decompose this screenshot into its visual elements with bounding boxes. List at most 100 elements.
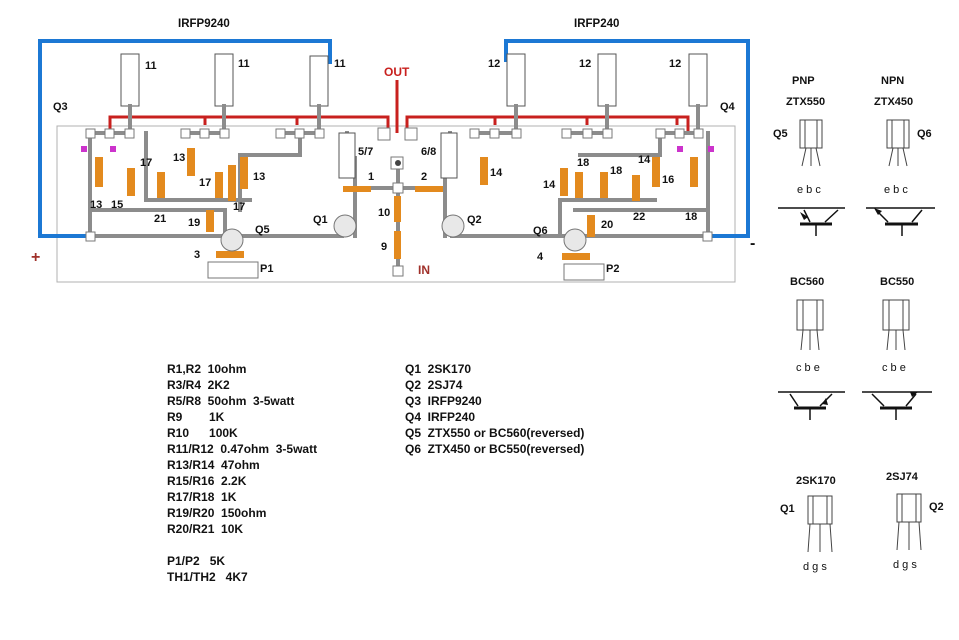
pinout-pnp-ztx550: PNP ZTX550 Q5 e b c [773, 75, 845, 236]
label-r14-c: 14 [638, 154, 651, 166]
label-r18-c: 18 [685, 211, 697, 223]
q1-pin-title: 2SK170 [796, 475, 836, 487]
pnp-part: ZTX550 [786, 96, 825, 108]
label-r14-a: 14 [490, 167, 503, 179]
label-q4: Q4 [720, 101, 736, 113]
label-r17-b: 17 [199, 177, 211, 189]
pinout-2sj74: 2SJ74 Q2 d g s [886, 471, 944, 571]
resistor-r12-c [688, 53, 708, 107]
parts-row: R17/R18 1K [167, 490, 237, 504]
label-r18-a: 18 [577, 157, 589, 169]
npn-pins: e b c [884, 184, 908, 196]
negative-supply-rail [504, 39, 750, 238]
label-r12-a: 12 [488, 58, 500, 70]
resistor-r6-r8 [440, 132, 458, 179]
npn-part: ZTX450 [874, 96, 913, 108]
bc560-pins: c b e [796, 362, 820, 374]
label-r20: 20 [601, 219, 613, 231]
parts-row: R15/R16 2.2K [167, 474, 247, 488]
bc560-title: BC560 [790, 276, 824, 288]
parts-row: R5/R8 50ohm 3-5watt [167, 394, 295, 408]
label-minus: - [750, 235, 755, 252]
label-r18-b: 18 [610, 165, 622, 177]
label-r15: 15 [111, 199, 123, 211]
positive-supply-rail [38, 39, 332, 238]
parts-row: R10 100K [167, 426, 238, 440]
pnp-q-label: Q5 [773, 128, 788, 140]
transistor-row: Q4 IRFP240 [405, 410, 476, 424]
label-out: OUT [384, 65, 410, 79]
smd-components [95, 148, 698, 260]
label-r12-c: 12 [669, 58, 681, 70]
parts-row: R20/R21 10K [167, 522, 244, 536]
label-p2: P2 [606, 263, 619, 275]
label-r1: 1 [368, 171, 374, 183]
label-r11-a: 11 [145, 60, 157, 72]
parts-row: R3/R4 2K2 [167, 378, 230, 392]
output-bus-right [405, 115, 690, 133]
label-in: IN [418, 263, 430, 277]
label-r12-b: 12 [579, 58, 591, 70]
label-r2: 2 [421, 171, 427, 183]
q5-body [220, 228, 244, 252]
npn-q-label: Q6 [917, 128, 932, 140]
label-q1: Q1 [313, 214, 328, 226]
label-r6-r8: 6/8 [421, 146, 436, 158]
label-irfp9240: IRFP9240 [178, 18, 230, 30]
resistor-r11-c [309, 55, 329, 107]
q2-body [441, 214, 465, 238]
bc550-title: BC550 [880, 276, 914, 288]
label-r21: 21 [154, 213, 166, 225]
pinout-npn-ztx450: NPN ZTX450 Q6 e b c [866, 75, 935, 236]
trimpot-p1 [207, 261, 259, 279]
parts-row: R1,R2 10ohm [167, 362, 247, 376]
thermistor-markers [81, 146, 714, 152]
q2-pin-q: Q2 [929, 501, 944, 513]
bc550-pins: c b e [882, 362, 906, 374]
label-plus: + [31, 249, 40, 266]
label-r14-b: 14 [543, 179, 556, 191]
pinout-bc560: BC560 c b e [778, 276, 845, 420]
pnp-title: PNP [792, 75, 815, 87]
label-r9: 9 [381, 241, 387, 253]
label-p1: P1 [260, 263, 273, 275]
q6-body [563, 228, 587, 252]
label-r3: 3 [194, 249, 200, 261]
parts-row: P1/P2 5K [167, 554, 226, 568]
pnp-pins: e b c [797, 184, 821, 196]
label-q5: Q5 [255, 224, 270, 236]
transistor-row: Q1 2SK170 [405, 362, 472, 376]
pcb-pads [85, 127, 713, 277]
parts-row: R9 1K [167, 410, 225, 424]
parts-row: TH1/TH2 4K7 [167, 570, 248, 584]
q1-body [333, 214, 357, 238]
parts-row: R11/R12 0.47ohm 3-5watt [167, 442, 318, 456]
npn-title: NPN [881, 75, 904, 87]
small-transistors [207, 214, 605, 281]
resistor-parts-list: R1,R2 10ohm R3/R4 2K2 R5/R8 50ohm 3-5wat… [167, 361, 317, 585]
transistor-row: Q3 IRFP9240 [405, 394, 482, 408]
label-r19: 19 [188, 217, 200, 229]
q2-pin-title: 2SJ74 [886, 471, 919, 483]
label-r5-r7: 5/7 [358, 146, 373, 158]
resistor-r12-b [597, 53, 617, 107]
label-r13-b: 13 [253, 171, 265, 183]
parts-row: R13/R14 47ohm [167, 458, 260, 472]
label-q3: Q3 [53, 101, 68, 113]
label-r11-b: 11 [238, 58, 250, 70]
label-q2: Q2 [467, 214, 482, 226]
label-r22: 22 [633, 211, 645, 223]
source-resistors [120, 53, 708, 107]
resistor-r12-a [506, 53, 526, 107]
label-r13-c: 13 [90, 199, 102, 211]
q1-pins: d g s [803, 561, 827, 573]
resistor-r11-b [214, 53, 234, 107]
label-r17-c: 17 [233, 201, 245, 213]
label-irfp240: IRFP240 [574, 18, 619, 30]
q2-pins: d g s [893, 559, 917, 571]
resistor-r11-a [120, 53, 140, 107]
parts-row: R19/R20 150ohm [167, 506, 267, 520]
transistor-row: Q5 ZTX550 or BC560(reversed) [405, 426, 585, 440]
label-r13-a: 13 [173, 152, 185, 164]
